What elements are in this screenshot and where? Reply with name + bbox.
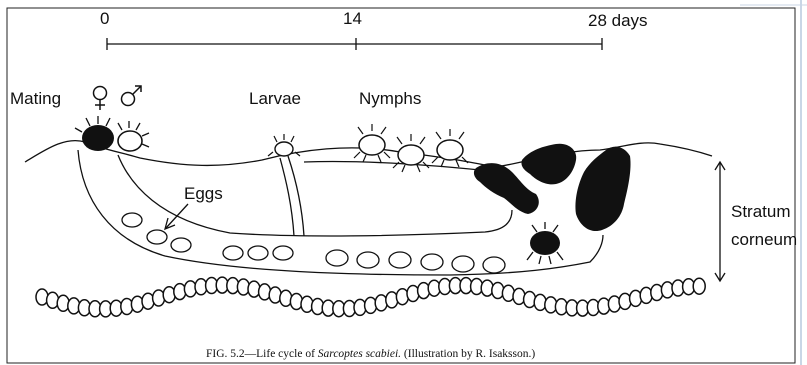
egg-icon	[171, 238, 191, 252]
mating-male-mite-icon	[118, 121, 149, 151]
nymph-tunnel-branch	[304, 162, 480, 170]
egg-icon	[452, 256, 474, 272]
male-symbol-icon	[122, 86, 142, 106]
mating-female-mite-icon	[75, 116, 114, 151]
label-eggs: Eggs	[184, 184, 223, 203]
label-mating: Mating	[10, 89, 61, 108]
nymph-mite-icon	[354, 124, 390, 162]
timeline: 0 14 28 days	[100, 9, 648, 50]
timeline-label-end: 28 days	[588, 11, 648, 30]
larva-mite-icon	[268, 134, 300, 156]
basal-cell	[693, 278, 705, 294]
debris-mass-mid	[521, 144, 576, 185]
caption-prefix: FIG. 5.2—Life cycle of	[206, 348, 318, 360]
egg-icon	[483, 257, 505, 273]
egg-row	[122, 213, 505, 273]
caption-credit: (Illustration by R. Isaksson.)	[401, 348, 535, 360]
nymph-mite-icon	[393, 134, 429, 172]
egg-icon	[122, 213, 142, 227]
larva-exit-tunnel	[280, 156, 304, 236]
timeline-label-mid: 14	[343, 9, 362, 28]
label-nymphs: Nymphs	[359, 89, 421, 108]
egg-icon	[421, 254, 443, 270]
female-symbol-icon	[94, 87, 107, 111]
egg-icon	[273, 246, 293, 260]
basal-cell-chain	[36, 277, 705, 317]
caption-species: Sarcoptes scabiei.	[318, 348, 401, 360]
figure-caption: FIG. 5.2—Life cycle of Sarcoptes scabiei…	[206, 348, 535, 360]
label-corneum: corneum	[731, 230, 797, 249]
timeline-label-start: 0	[100, 9, 109, 28]
label-larvae: Larvae	[249, 89, 301, 108]
label-stratum: Stratum	[731, 202, 791, 221]
stratum-corneum-bracket	[715, 162, 725, 281]
eggs-arrow	[165, 204, 188, 229]
egg-icon	[357, 252, 379, 268]
adult-mite-icon	[527, 222, 563, 264]
egg-icon	[389, 252, 411, 268]
egg-icon	[147, 230, 167, 244]
egg-icon	[223, 246, 243, 260]
debris-mass-right	[575, 147, 630, 231]
egg-icon	[248, 246, 268, 260]
egg-icon	[326, 250, 348, 266]
